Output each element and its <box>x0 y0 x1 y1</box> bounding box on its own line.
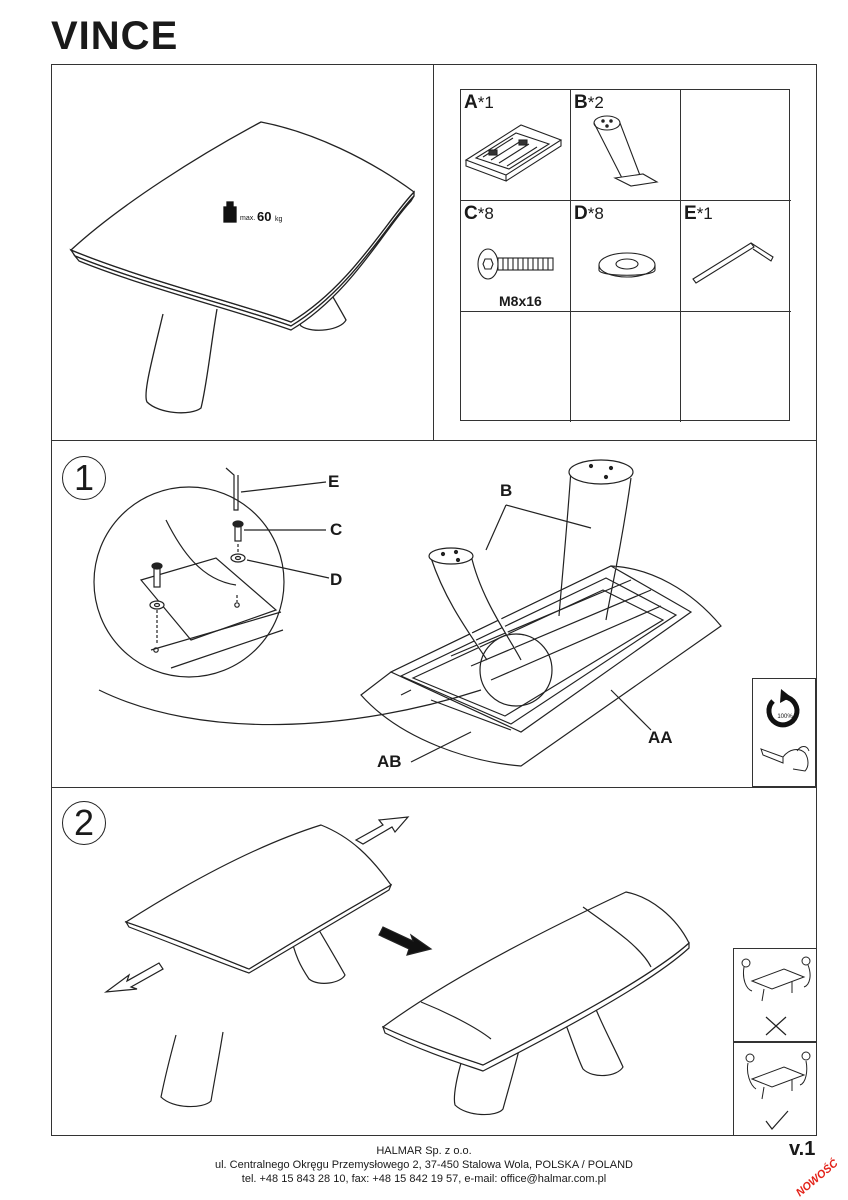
washer-icon <box>598 252 656 278</box>
document-title: VINCE <box>51 14 179 58</box>
callout-e: E <box>328 472 340 491</box>
part-e-label: E*1 <box>684 203 713 224</box>
lift-correct-box <box>733 1042 817 1136</box>
extension-mechanism-icon <box>464 124 563 182</box>
weight-unit: kg <box>275 216 283 223</box>
version-label: v.1 <box>789 1138 816 1160</box>
footer-address: ul. Centralnego Okręgu Przemysłowego 2, … <box>214 1159 633 1171</box>
check-icon <box>765 1110 789 1130</box>
section-divider <box>51 787 817 788</box>
part-cell-a: A*1 <box>461 90 571 201</box>
callout-b: B <box>500 481 513 500</box>
part-a-label: A*1 <box>464 92 494 113</box>
step1-assembly-drawing <box>93 459 722 767</box>
part-cell-empty <box>681 90 791 201</box>
rotate-full-icon: 100% <box>760 689 810 772</box>
part-c-label: C*8 <box>464 203 494 224</box>
callout-d: D <box>330 570 343 589</box>
step-number: 2 <box>62 801 106 845</box>
part-cell-empty <box>461 312 571 422</box>
tighten-instruction-box: 100% <box>752 678 816 787</box>
section-divider <box>51 440 817 441</box>
tighten-percent: 100% <box>777 714 793 720</box>
part-b-label: B*2 <box>574 92 604 113</box>
lift-by-frame-icon <box>745 1051 811 1130</box>
callout-ab: AB <box>377 752 402 771</box>
lift-wrong-box <box>733 948 817 1042</box>
leg-icon <box>593 115 659 187</box>
bolt-icon <box>477 248 554 280</box>
lift-by-top-icon <box>741 956 811 1036</box>
callout-c: C <box>330 520 343 539</box>
footer-company: HALMAR Sp. z o.o. <box>376 1145 472 1157</box>
bolt-size-label: M8x16 <box>499 293 542 309</box>
part-d-label: D*8 <box>574 203 604 224</box>
part-cell-b: B*2 <box>571 90 681 201</box>
part-cell-empty <box>571 312 681 422</box>
table-overview-drawing: max. 60 kg <box>69 121 415 414</box>
step2-extension-drawing <box>103 816 690 1116</box>
allen-key-icon <box>692 242 774 284</box>
instruction-frame <box>51 64 817 1136</box>
panel-divider <box>433 64 434 440</box>
step-number: 1 <box>62 456 106 500</box>
part-cell-c: C*8 M8x16 <box>461 201 571 312</box>
part-cell-empty <box>681 312 791 422</box>
part-cell-e: E*1 <box>681 201 791 312</box>
callout-aa: AA <box>648 728 673 747</box>
weight-value: 60 <box>257 209 271 224</box>
footer-contact: tel. +48 15 843 28 10, fax: +48 15 842 1… <box>241 1173 607 1185</box>
weight-prefix: max. <box>240 215 255 222</box>
part-cell-d: D*8 <box>571 201 681 312</box>
parts-list: A*1 B*2 <box>460 89 791 422</box>
cross-icon <box>765 1016 787 1036</box>
